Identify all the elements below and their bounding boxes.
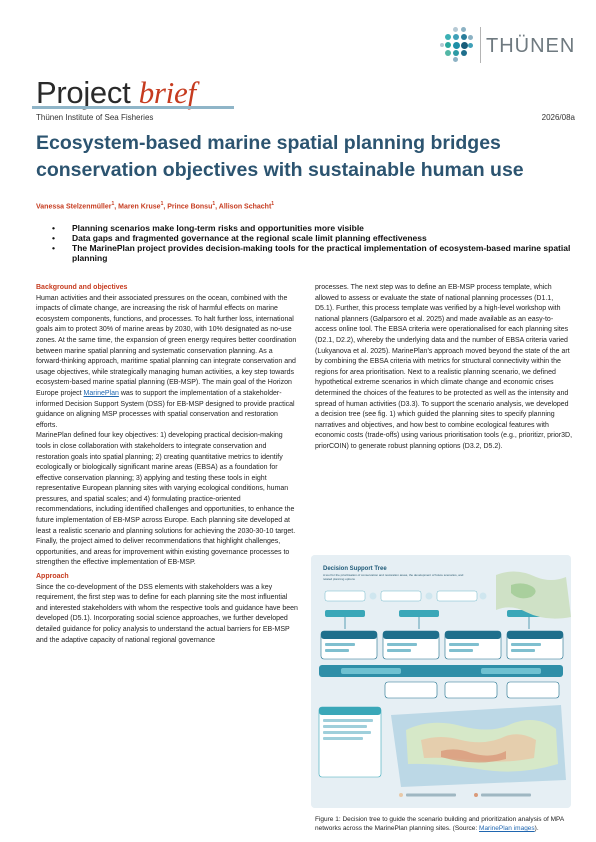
author-affiliation: 1 — [212, 201, 216, 207]
author: Prince Bonsu — [167, 203, 213, 211]
thuenen-logo: THÜNEN — [440, 25, 580, 67]
author: Maren Kruse — [118, 203, 161, 211]
author-affiliation: 1 — [111, 201, 115, 207]
project-label: Project — [36, 75, 131, 110]
brief-label: brief — [138, 75, 196, 110]
paragraph: Human activities and their associated pr… — [36, 294, 298, 432]
institute-name: Thünen Institute of Sea Fisheries — [36, 113, 154, 122]
paragraph: processes. The next step was to define a… — [315, 284, 573, 450]
marineplan-images-link[interactable]: MarinePlan images — [479, 825, 535, 832]
author: Allison Schacht — [218, 203, 272, 211]
caption-text: Figure 1: Decision tree to guide the sce… — [315, 816, 564, 832]
author-affiliation: 1 — [160, 201, 164, 207]
author-affiliation: 1 — [271, 201, 275, 207]
figure-caption: Figure 1: Decision tree to guide the sce… — [315, 815, 573, 833]
logo-separator — [480, 27, 481, 63]
right-column: processes. The next step was to define a… — [315, 283, 573, 453]
paragraph-text: Human activities and their associated pr… — [36, 294, 297, 397]
author: Vanessa Stelzenmüller — [36, 203, 112, 211]
project-brief-heading: Project brief — [36, 77, 196, 108]
caption-end: ). — [534, 825, 539, 832]
paragraph: Since the co-development of the DSS elem… — [36, 583, 298, 644]
figure-title: Decision Support Tree — [323, 566, 387, 572]
paragraph: MarinePlan defined four key objectives: … — [36, 432, 296, 567]
paragraph-text: was to support the implementation of a s… — [36, 389, 295, 429]
section-heading-background: Background and objectives — [36, 284, 128, 291]
logo-dots-icon — [440, 27, 474, 62]
decision-tree-illustration: Decision Support Tree A tool for the pri… — [311, 555, 571, 808]
key-message-item: Data gaps and fragmented governance at t… — [52, 233, 572, 243]
section-heading-approach: Approach — [36, 573, 69, 581]
key-message-item: Planning scenarios make long-term risks … — [52, 223, 572, 233]
figure-subtitle: A tool for the prioritisation of conserv… — [323, 573, 464, 581]
header-bar — [32, 106, 234, 109]
left-column: Background and objectives Human activiti… — [36, 283, 298, 646]
marineplan-link[interactable]: MarinePlan — [83, 389, 119, 397]
page-title: Ecosystem-based marine spatial planning … — [36, 132, 524, 181]
key-message-item: The MarinePlan project provides decision… — [52, 243, 572, 263]
brief-code: 2026/08a — [541, 113, 575, 122]
logo-text: THÜNEN — [486, 35, 576, 57]
author-list: Vanessa Stelzenmüller1, Maren Kruse1, Pr… — [36, 201, 275, 211]
key-messages: Planning scenarios make long-term risks … — [52, 223, 572, 263]
decision-tree-figure: Decision Support Tree A tool for the pri… — [311, 555, 571, 808]
